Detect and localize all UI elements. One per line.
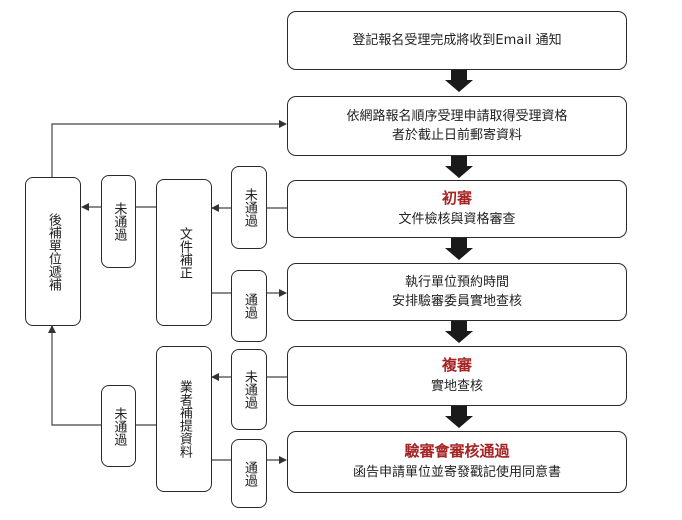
step6-box: 驗審會審核通過 函告申請單位並寄發戳記使用同意書	[287, 431, 627, 493]
down-arrows	[445, 70, 473, 428]
step1-box: 登記報名受理完成將收到Email 通知	[287, 11, 627, 70]
fail-box-1: 未通過	[231, 166, 267, 249]
step5-box: 複審 實地查核	[287, 346, 627, 406]
outer-fail-box-1: 未通過	[101, 175, 136, 268]
step5-subtitle: 實地查核	[430, 379, 483, 395]
outer-fail-label-1: 未通過	[111, 202, 127, 241]
backfill-label: 後補單位遞補	[45, 212, 61, 291]
step6-title: 驗審會審核通過	[404, 442, 510, 461]
step3-subtitle: 文件檢核與資格審查	[398, 212, 516, 228]
step2-box: 依網路報名順序受理申請取得受理資格 者於截止日前郵寄資料	[287, 96, 627, 156]
fail-box-2: 未通過	[231, 349, 267, 430]
step4-line1: 執行單位預約時間	[404, 274, 509, 290]
outer-fail-label-2: 未通過	[111, 406, 127, 446]
supplement-docs-label: 文件補正	[176, 226, 192, 279]
outer-fail-box-2: 未通過	[101, 385, 136, 467]
step2-line2: 者於截止日前郵寄資料	[391, 128, 522, 143]
step1-text: 登記報名受理完成將收到Email 通知	[352, 32, 562, 48]
supplement-company-label: 業者補提資料	[176, 380, 192, 458]
down-arrow-4	[445, 321, 473, 343]
step3-box: 初審 文件檢核與資格審查	[287, 180, 627, 238]
step4-line2: 安排驗審委員實地查核	[391, 294, 522, 309]
supplement-docs-box: 文件補正	[156, 179, 212, 326]
down-arrow-5	[445, 406, 473, 428]
fail-label-1: 未通過	[241, 188, 257, 227]
step2-line1: 依網路報名順序受理申請取得受理資格	[346, 108, 568, 124]
pass-box-1: 通過	[231, 270, 267, 342]
down-arrow-2	[445, 156, 473, 178]
pass-label-2: 通過	[241, 460, 257, 487]
pass-label-1: 通過	[241, 293, 257, 319]
step5-title: 複審	[441, 356, 472, 375]
down-arrow-3	[445, 238, 473, 260]
step6-subtitle: 函告申請單位並寄發戳記使用同意書	[352, 465, 561, 481]
supplement-company-box: 業者補提資料	[156, 346, 212, 492]
wire-outerfail2-to-backfill	[48, 325, 101, 426]
down-arrow-1	[445, 70, 473, 92]
step3-title: 初審	[441, 189, 472, 208]
backfill-box: 後補單位遞補	[25, 177, 81, 326]
wire-backfill-to-step2	[51, 120, 287, 177]
pass-box-2: 通過	[231, 439, 267, 508]
step4-box: 執行單位預約時間 安排驗審委員實地查核	[287, 263, 627, 321]
fail-label-2: 未通過	[241, 370, 257, 409]
